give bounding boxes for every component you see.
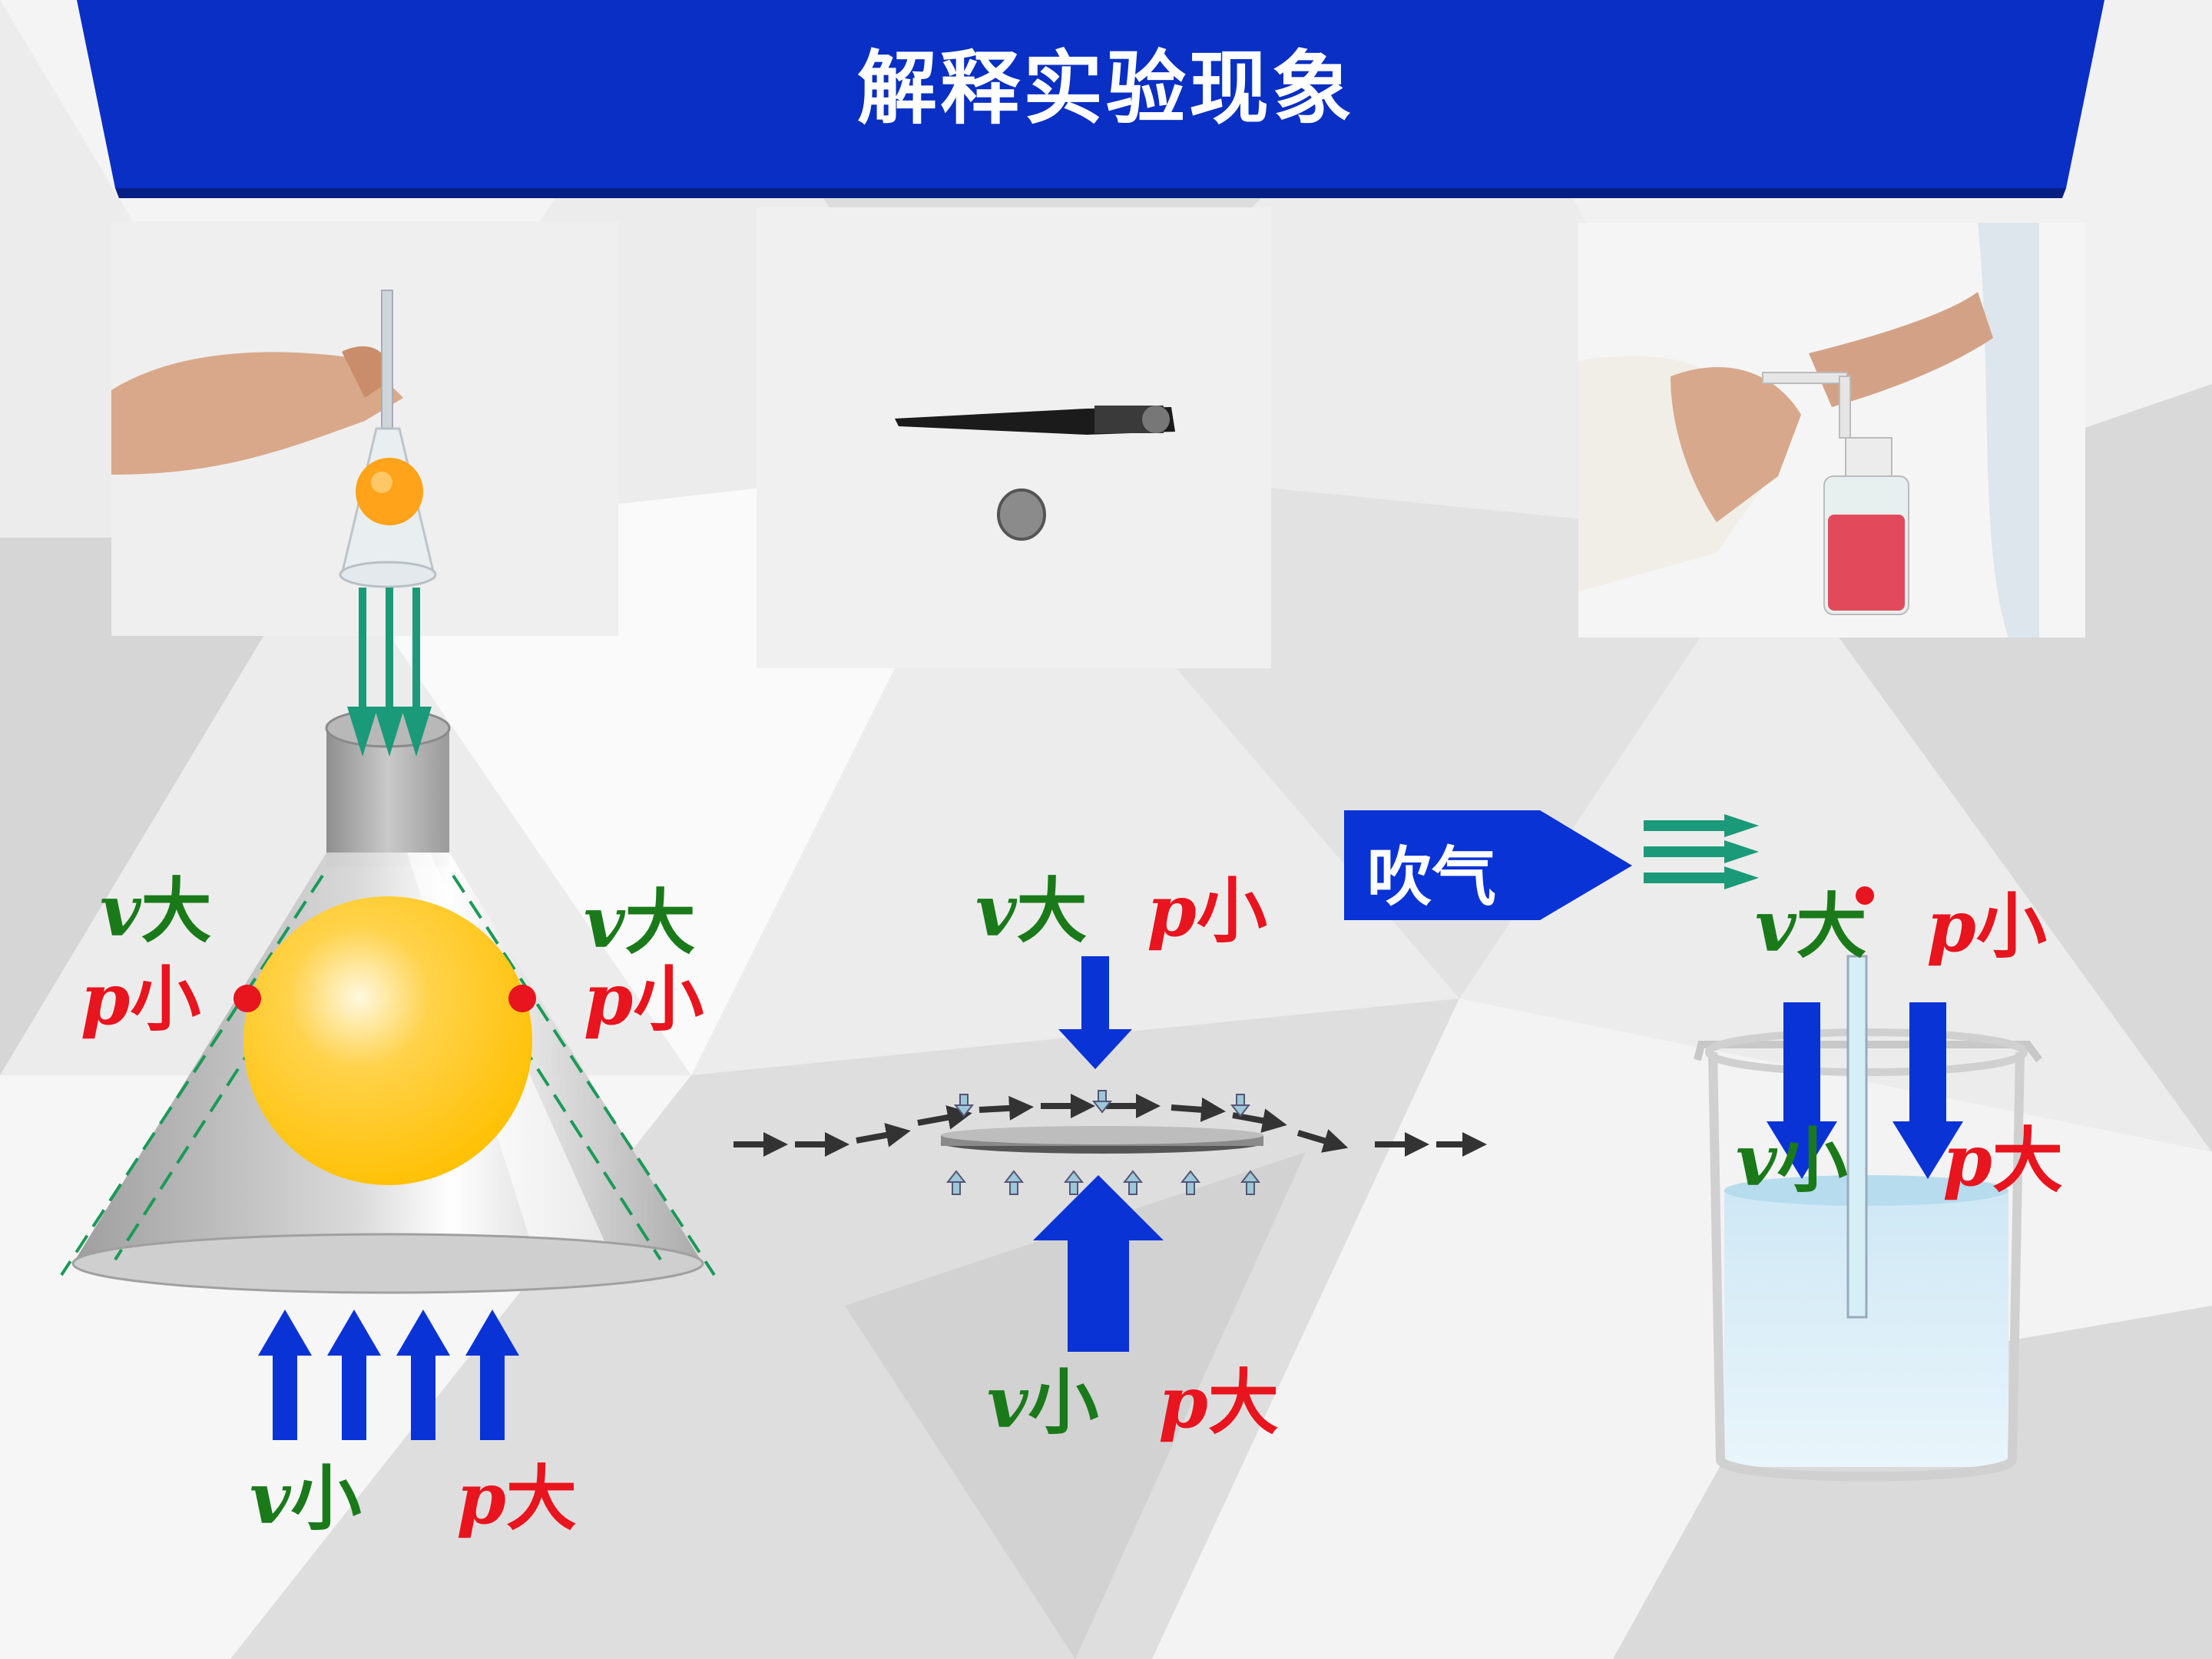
blow-arrow-shape [1344, 810, 1632, 920]
label-beaker-top: v大 p小 [1755, 885, 2047, 968]
page-title: 解释实验现象 [856, 41, 1355, 135]
blue-up-arrows [258, 1310, 519, 1440]
label-funnel-right-p: p小 [584, 958, 704, 1041]
label-funnel-right-v: v大 [584, 881, 696, 964]
beaker-diagram [1694, 886, 2042, 1482]
label-coin-bottom: v小 p大 [987, 1361, 1279, 1444]
blow-label: 吹气 [1367, 839, 1497, 915]
pen-coin-photo [757, 207, 1271, 668]
blow-bottle-photo [1578, 223, 2085, 637]
red-dot-left [233, 985, 261, 1012]
funnel-ball-photo [111, 221, 618, 636]
label-funnel-left-p: p小 [81, 958, 201, 1041]
green-right-arrows [1644, 814, 1759, 889]
red-dot-right [508, 985, 536, 1012]
title-banner [77, 0, 2104, 198]
coin-diagram [733, 956, 1487, 1352]
label-funnel-bottom: v小 p大 [250, 1457, 577, 1540]
label-coin-top: v大 p小 [975, 869, 1267, 952]
green-down-arrows [347, 588, 432, 757]
label-funnel-left-v: v大 [100, 869, 212, 952]
label-beaker-inner: v小 p大 [1736, 1119, 2063, 1202]
